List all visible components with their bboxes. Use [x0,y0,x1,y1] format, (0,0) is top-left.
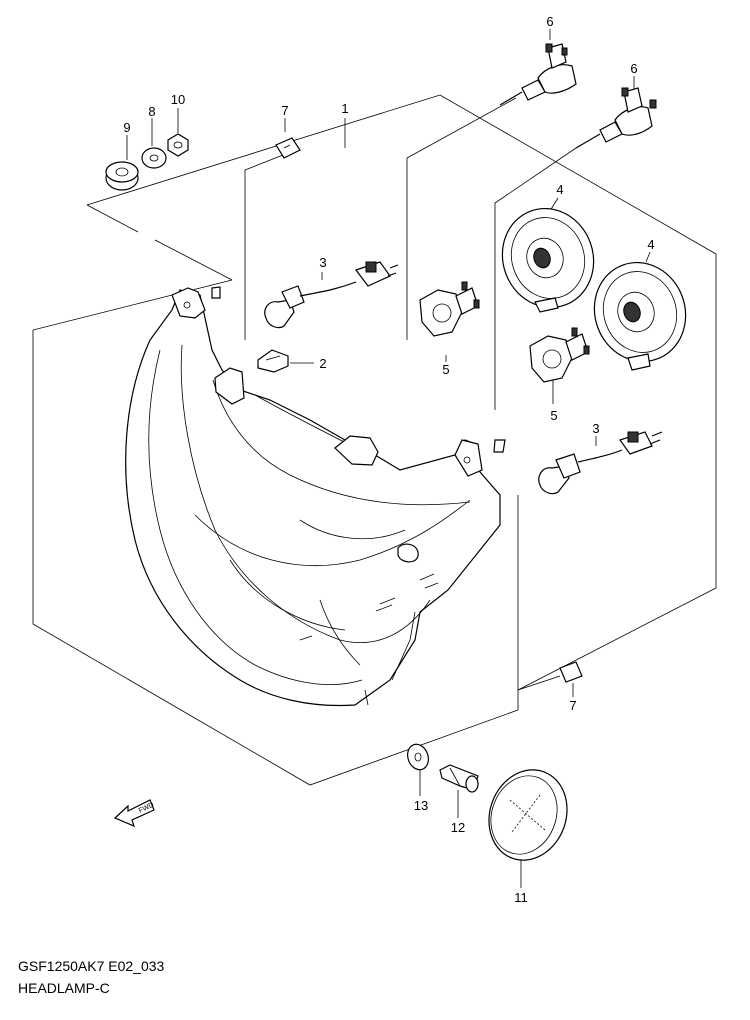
callout-3-lower: 3 [592,421,599,436]
callout-4-left: 4 [556,182,563,197]
fwd-arrow-icon: FWD [113,799,155,828]
socket-harness-upper [264,261,399,329]
callout-5-upper: 5 [442,362,449,377]
callout-5-lower: 5 [550,408,557,423]
diagram-title: HEADLAMP-C [18,980,110,996]
headlamp-housing [125,286,506,707]
small-washer [407,743,429,771]
callout-12: 12 [451,820,465,835]
grommet [105,161,139,191]
callout-13: 13 [414,798,428,813]
headlight-bulb-upper [499,43,577,106]
leader-line [645,251,651,263]
callout-7-lower: 7 [569,698,576,713]
callout-6-lower: 6 [630,61,637,76]
inner-frame-right [494,147,577,410]
spacer-collar [439,764,479,793]
callout-2: 2 [319,356,326,371]
headlamp-cap [488,769,568,861]
assembly-frame-outline [32,94,717,786]
callout-6-upper: 6 [546,14,553,29]
headlight-bulb-lower [575,87,657,149]
position-bulb-upper [275,137,301,159]
bulb7-lead-line [517,675,561,691]
callout-11: 11 [514,890,528,905]
washer [141,147,167,169]
callout-3-upper: 3 [319,255,326,270]
frame-bracket-line [154,239,233,281]
position-bulb-lower [559,661,583,683]
socket-harness-lower [538,431,663,495]
diagram-model-code: GSF1250AK7 E02_033 [18,958,165,974]
inner-frame [406,97,517,340]
dust-cover-left [501,207,595,313]
callout-9: 9 [123,120,130,135]
frame-bracket-line [86,204,139,233]
callout-7-upper: 7 [281,103,288,118]
bulb-group-frame [244,154,284,340]
dust-cover-right [593,261,687,371]
nut [167,133,189,157]
callout-1: 1 [341,101,348,116]
clip [257,349,289,373]
bulb-socket-lower [529,327,590,383]
callout-8: 8 [148,104,155,119]
callout-4-right: 4 [647,237,654,252]
callout-10: 10 [171,92,185,107]
bulb-socket-upper [419,281,480,337]
